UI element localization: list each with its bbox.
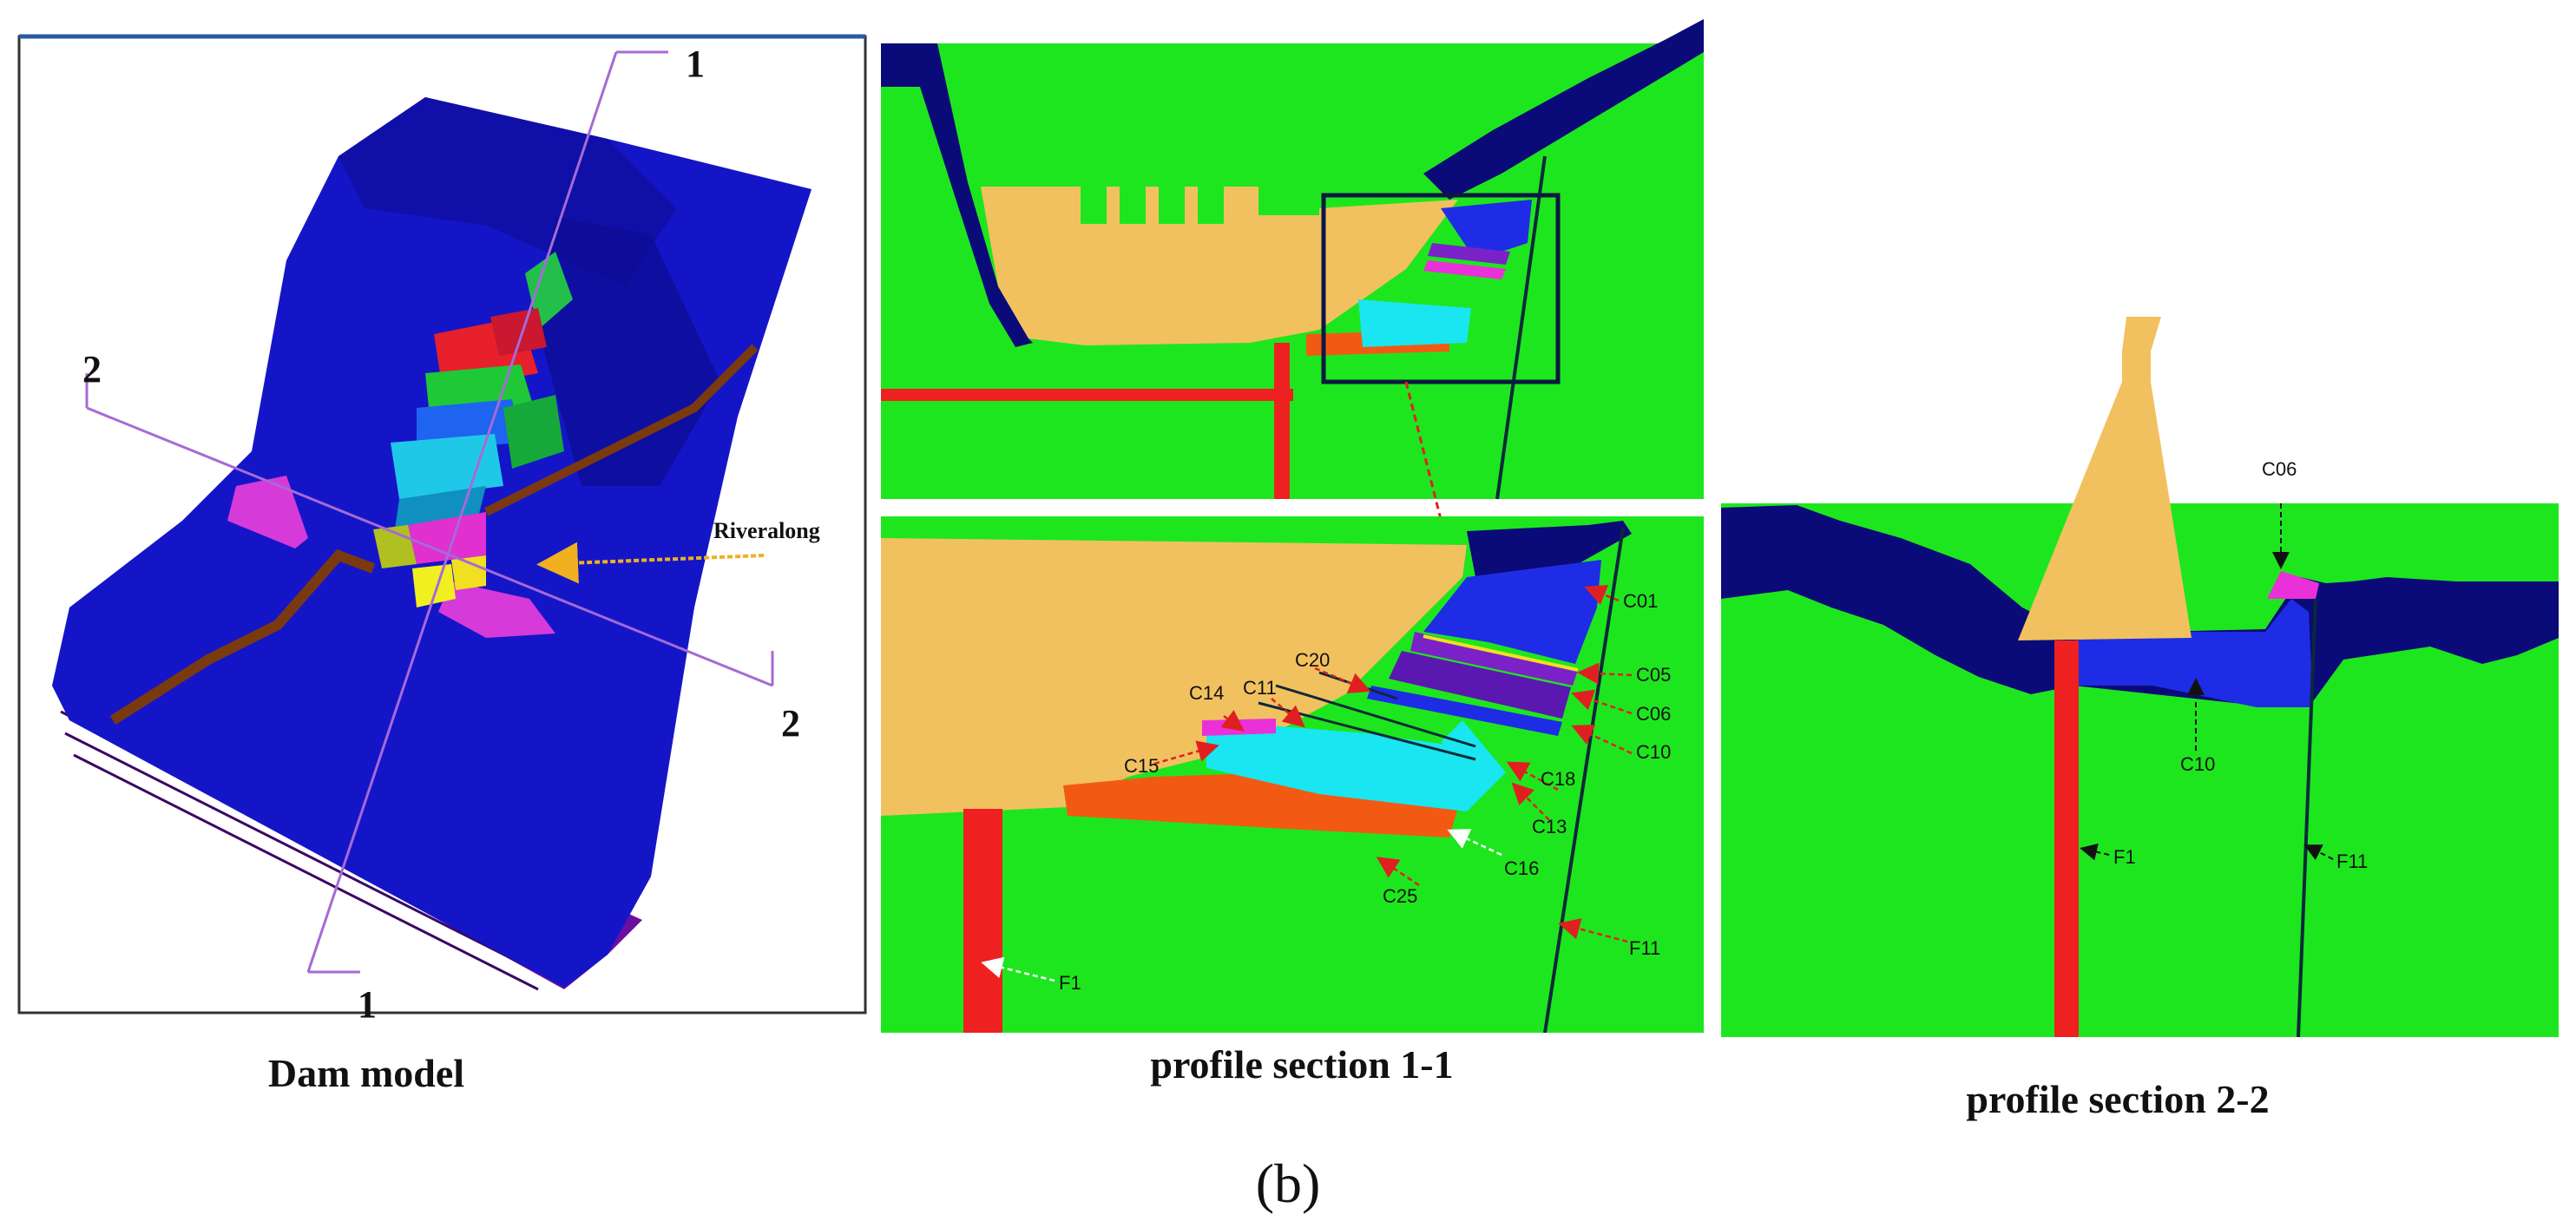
label-c06: C06 (1636, 703, 1671, 725)
overview-blue-zone (1441, 200, 1532, 260)
label-f1: F1 (1059, 972, 1081, 994)
figure-label: (b) (1256, 1152, 1321, 1214)
label-c15: C15 (1124, 755, 1159, 777)
detail-f1-arrow (981, 956, 1055, 982)
detail-labels: C01 C05 C06 C10 C18 C13 C16 C25 F11 F1 C… (1059, 590, 1671, 994)
section2-fault-f11 (2297, 598, 2317, 1038)
detail-c16-arrow (1447, 829, 1502, 857)
section2-label-c10: C10 (2180, 753, 2215, 775)
panel-section-1-1-overview (881, 19, 1704, 552)
label-c11: C11 (1243, 677, 1277, 699)
overview-c13-body (1358, 299, 1471, 347)
section2-label-f11: F11 (2336, 850, 2368, 872)
overview-dam (981, 187, 1458, 345)
label-c05: C05 (1636, 664, 1671, 686)
section-2-left-label: 2 (82, 348, 102, 391)
detail-overburden-top (1467, 521, 1632, 577)
detail-pointer-arrows (1153, 584, 1633, 943)
model-right-berm (438, 581, 555, 638)
label-c25: C25 (1383, 885, 1417, 907)
section-1-bottom-label: 1 (358, 983, 377, 1026)
section-line-1-1 (306, 50, 668, 974)
overview-overburden-left (881, 43, 1033, 347)
model-river-line-upper (483, 344, 759, 516)
label-c10: C10 (1636, 741, 1671, 763)
section2-c06-wedge (2267, 571, 2319, 599)
caption-dam-model: Dam model (268, 1051, 464, 1095)
overview-fault-f1 (1274, 343, 1290, 499)
overview-band-2 (1423, 260, 1506, 279)
detail-fault-f1 (963, 809, 1002, 1033)
section2-label-f1: F1 (2113, 846, 2136, 868)
detail-c13-body (1206, 720, 1506, 811)
section2-overburden (1721, 505, 2559, 707)
detail-fault-f11 (1543, 527, 1625, 1034)
label-f11: F11 (1629, 937, 1660, 959)
panel-section-1-1-detail: C01 C05 C06 C10 C18 C13 C16 C25 F11 F1 C… (881, 516, 1704, 1087)
caption-section-1-1: profile section 1-1 (1150, 1042, 1453, 1087)
label-c20: C20 (1295, 649, 1330, 671)
river-along-label: Riveralong (713, 518, 820, 543)
section-line-2-2 (85, 373, 774, 687)
overview-fault-f11 (1495, 155, 1547, 500)
detail-c05-line (1423, 634, 1579, 672)
section2-labels: C06 C10 F1 F11 (2113, 458, 2368, 872)
model-dam-blocks (373, 252, 573, 607)
section2-f1-arrow (2080, 843, 2110, 861)
detail-c05-band (1410, 632, 1578, 686)
overview-overburden-right (1423, 19, 1704, 200)
detail-c06-band (1389, 651, 1571, 719)
model-river-line (109, 548, 376, 726)
detail-c01-zone (1423, 560, 1601, 664)
detail-c10-band (1367, 686, 1562, 736)
label-c14: C14 (1189, 682, 1224, 704)
label-c01: C01 (1623, 590, 1658, 612)
overview-band-1 (1428, 243, 1510, 265)
label-c18: C18 (1541, 768, 1575, 790)
section2-c10-zone (2074, 599, 2313, 707)
section2-dam (2018, 317, 2192, 640)
label-c13: C13 (1532, 816, 1567, 837)
section2-f11-arrow (2303, 844, 2334, 861)
section2-label-c06: C06 (2262, 458, 2297, 480)
detail-dam-body (881, 538, 1467, 816)
caption-section-2-2: profile section 2-2 (1966, 1077, 2269, 1121)
model-left-berm (227, 476, 308, 548)
label-c16: C16 (1504, 857, 1539, 879)
section-1-top-label: 1 (686, 43, 705, 85)
section2-fault-f1 (2054, 640, 2079, 1037)
panel-section-2-2: C06 C10 F1 F11 profile section 2-2 (1721, 317, 2559, 1121)
panel-dam-model: 1 1 2 2 Riveralong Dam model (17, 34, 867, 1095)
section-2-right-label: 2 (781, 702, 800, 745)
river-along-arrow (536, 542, 765, 584)
overview-zoom-box (1321, 193, 1561, 384)
